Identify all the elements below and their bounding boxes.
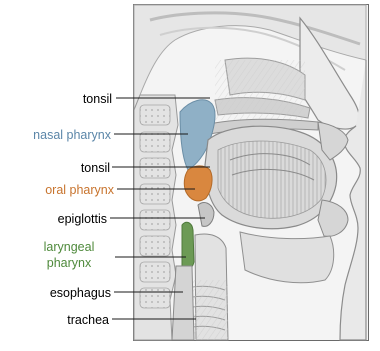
label-oral-pharynx: oral pharynx — [0, 183, 114, 197]
laryngeal-pharynx-region — [182, 222, 194, 269]
label-tonsil-lower: tonsil — [20, 161, 110, 175]
label-nasal-pharynx: nasal pharynx — [0, 128, 111, 142]
label-laryngeal-line2: pharynx — [38, 256, 100, 270]
label-trachea: trachea — [0, 313, 109, 327]
label-tonsil-upper: tonsil — [20, 92, 112, 106]
oral-pharynx-region — [184, 166, 212, 201]
esophagus-structure — [172, 266, 194, 340]
label-epiglottis: epiglottis — [0, 212, 107, 226]
label-esophagus: esophagus — [0, 286, 111, 300]
label-laryngeal-line1: laryngeal — [38, 240, 100, 254]
